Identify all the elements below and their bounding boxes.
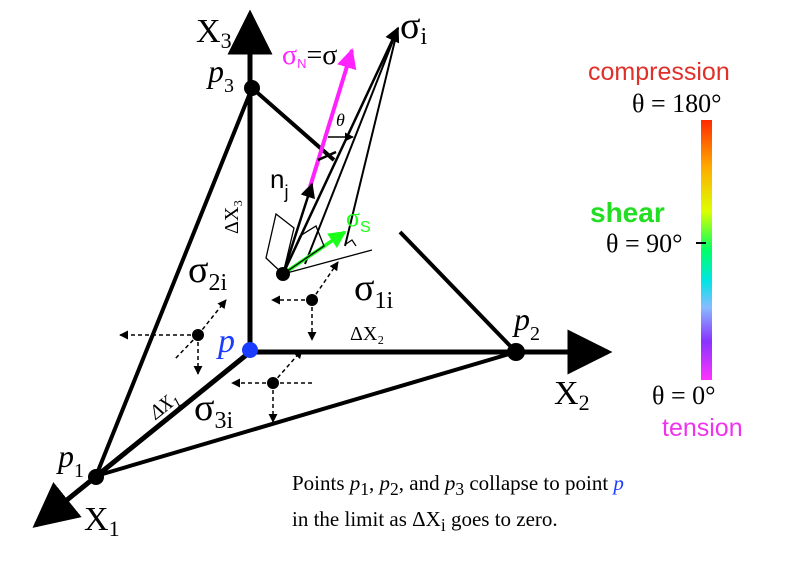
right-angle-mark	[345, 239, 357, 247]
sigma-2i-label: σ2i	[188, 249, 227, 296]
normal-label: nj	[270, 164, 288, 202]
point-p	[242, 342, 258, 358]
theta-color-scale	[701, 120, 712, 380]
oblique-face-point	[276, 267, 290, 281]
theta-90-label: θ = 90°	[606, 229, 683, 258]
caption-line-1: Points p1, p2, and p3 collapse to point …	[292, 471, 624, 500]
sigma-i-ray-b	[304, 27, 399, 265]
theta-180-label: θ = 180°	[632, 89, 722, 118]
theta-label: θ	[336, 110, 345, 130]
point-p2	[507, 343, 525, 361]
sigma-n-vector	[308, 48, 357, 188]
caption-line-2: in the limit as ΔXi goes to zero.	[292, 507, 558, 536]
sigma-s-label: σS	[346, 203, 371, 236]
normal-vector	[281, 182, 315, 275]
x1-axis	[32, 350, 252, 528]
dx2-label: ΔX₂	[350, 323, 384, 345]
perpendicular-tick	[317, 150, 337, 162]
sigma-i-label: σi	[400, 5, 427, 50]
sigma-i-ray-a	[281, 26, 400, 275]
tension-label: tension	[662, 414, 743, 442]
x3-axis-label: X3	[196, 13, 232, 53]
sigma-1i-label: σ1i	[354, 267, 393, 314]
stress-element-2i	[119, 299, 227, 375]
theta-0-label: θ = 0°	[652, 381, 716, 410]
edge-p1-p3	[94, 87, 254, 477]
face-edge-line	[282, 249, 373, 275]
p-label: p	[216, 323, 235, 360]
stress-element-1i	[271, 261, 339, 341]
plane-outline	[265, 212, 295, 276]
dx3-label: ΔX₃	[221, 200, 243, 234]
stress-element-3i	[231, 349, 314, 423]
p1-label: p1	[56, 438, 84, 482]
sigma-3i-label: σ3i	[194, 387, 233, 434]
p2-label: p2	[512, 301, 540, 345]
x1-axis-label: X1	[84, 501, 120, 541]
compression-label: compression	[588, 58, 730, 86]
sigma-n-label: σN=σ	[282, 40, 337, 71]
shear-label: shear	[590, 197, 665, 228]
edge-face-p2	[398, 230, 518, 354]
sigma-i-ray-c	[344, 27, 399, 247]
caption: Points p1, p2, and p3 collapse to point …	[292, 468, 762, 540]
p3-label: p3	[206, 53, 234, 97]
plane-outline-2	[281, 225, 325, 276]
edge-p1-p2	[95, 350, 517, 478]
point-p1	[88, 469, 104, 485]
point-p3	[244, 80, 260, 96]
x2-axis-label: X2	[554, 375, 590, 415]
